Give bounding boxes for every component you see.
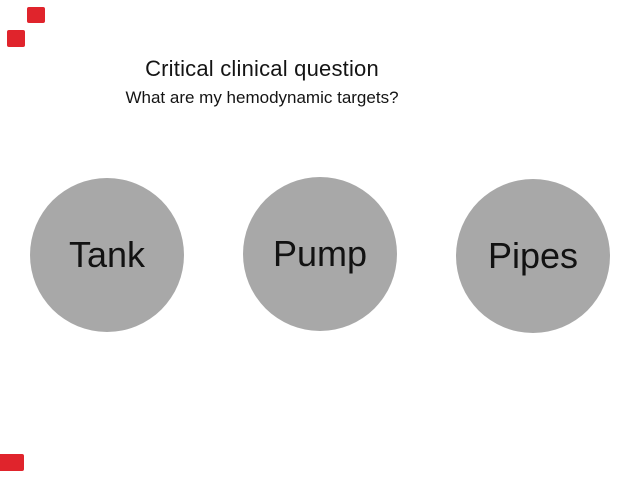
slide-title: Critical clinical question	[145, 56, 379, 81]
red-accent-fragment-top-1	[27, 7, 45, 23]
slide-subtitle: What are my hemodynamic targets?	[125, 88, 399, 107]
circle-pump: Pump	[243, 177, 397, 331]
circle-pump-label: Pump	[272, 233, 368, 274]
circle-tank: Tank	[30, 178, 184, 332]
circle-pipes-label: Pipes	[487, 235, 579, 276]
slide-header: Critical clinical question What are my h…	[0, 54, 524, 110]
red-accent-fragment-top-2	[7, 30, 25, 47]
circle-tank-label: Tank	[68, 234, 146, 275]
red-accent-fragment-bottom	[0, 454, 24, 471]
circle-pipes: Pipes	[456, 179, 610, 333]
